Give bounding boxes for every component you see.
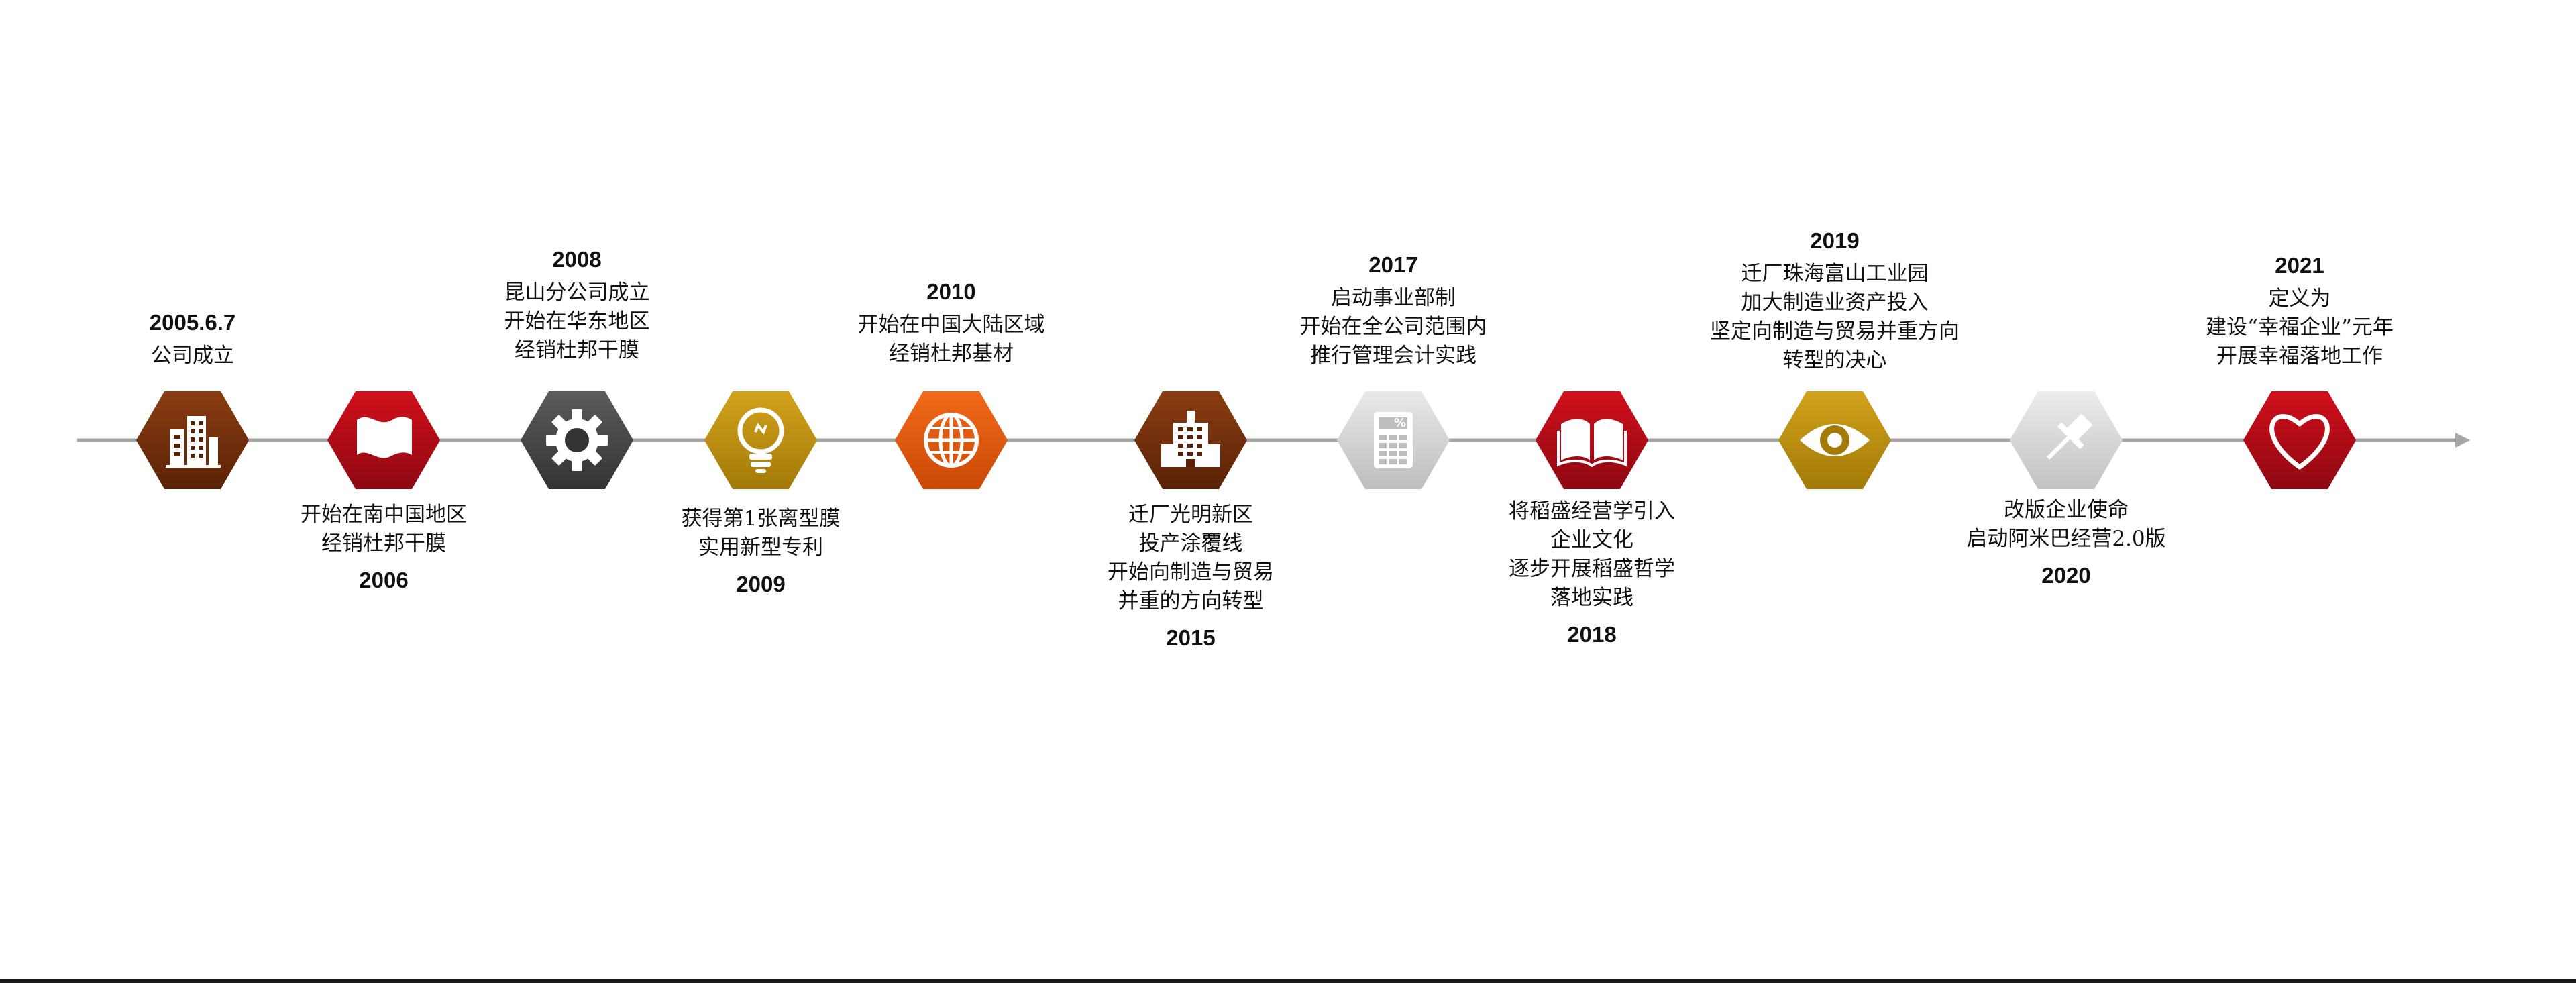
milestone-description-line: 开始向制造与贸易 xyxy=(1108,560,1274,584)
building-icon xyxy=(166,416,221,468)
flag-icon xyxy=(357,417,412,458)
milestone-description-line: 定义为 xyxy=(2269,287,2331,311)
milestone-year: 2018 xyxy=(1567,622,1616,647)
milestone-description-line: 加大制造业资产投入 xyxy=(1741,291,1929,315)
milestone-description-line: 推行管理会计实践 xyxy=(1310,344,1477,368)
milestone-description-line: 实用新型专利 xyxy=(698,535,823,560)
milestone-description-line: 转型的决心 xyxy=(1783,348,1887,372)
gear-icon xyxy=(546,409,608,471)
milestone-description-line: 开始在中国大陆区域 xyxy=(858,313,1045,337)
milestone-description-line: 经销杜邦基材 xyxy=(889,342,1014,366)
milestone-year: 2008 xyxy=(552,247,601,272)
eye-icon xyxy=(1800,424,1870,456)
milestone-description-line: 启动事业部制 xyxy=(1331,286,1456,310)
milestone-description-line: 迁厂光明新区 xyxy=(1128,503,1253,527)
milestone-year: 2005.6.7 xyxy=(150,310,235,335)
milestone-description-line: 开始在南中国地区 xyxy=(301,503,467,527)
book-icon xyxy=(1557,419,1627,468)
milestone-1: 2005.6.7 公司成立 xyxy=(136,310,249,489)
milestone-year: 2010 xyxy=(926,279,975,304)
milestone-description-line: 投产涂覆线 xyxy=(1139,531,1243,556)
milestone-description-line: 建设“幸福企业”元年 xyxy=(2206,315,2394,340)
bottom-border xyxy=(0,979,2576,983)
milestone-description-line: 启动阿米巴经营2.0版 xyxy=(1966,527,2165,551)
milestone-year: 2006 xyxy=(359,568,408,592)
milestone-hexagon xyxy=(1536,391,1648,489)
milestone-year: 2019 xyxy=(1810,228,1859,253)
milestone-description-line: 获得第1张离型膜 xyxy=(682,507,841,531)
milestone-description-line: 落地实践 xyxy=(1550,586,1633,610)
milestones: 2005.6.7公司成立2006开始在南中国地区经销杜邦干膜2008昆山分公司成… xyxy=(136,228,2394,650)
pushpin-icon xyxy=(2047,414,2092,460)
milestone-description-line: 坚定向制造与贸易并重方向 xyxy=(1710,319,1960,344)
milestone-description-line: 并重的方向转型 xyxy=(1118,589,1264,613)
milestone-description-line: 开始在华东地区 xyxy=(504,309,650,333)
milestone-description-line: 开展幸福落地工作 xyxy=(2216,344,2383,368)
lightbulb-icon xyxy=(737,407,784,473)
milestone-description-line: 开始在全公司范围内 xyxy=(1300,315,1487,339)
milestone-year: 2015 xyxy=(1166,625,1215,650)
milestone-description-line: 逐步开展稻盛哲学 xyxy=(1509,557,1675,581)
globe-icon xyxy=(924,413,979,468)
milestone-hexagon xyxy=(704,391,817,489)
calculator-icon: % xyxy=(1374,412,1413,468)
milestone-year: 2017 xyxy=(1368,252,1417,277)
milestone-year: 2009 xyxy=(736,572,785,597)
office-building-icon xyxy=(1161,411,1220,467)
milestone-description-line: 经销杜邦干膜 xyxy=(321,531,446,556)
milestone-description-line: 企业文化 xyxy=(1550,528,1633,552)
svg-text:%: % xyxy=(1394,416,1406,430)
milestone-description-line: 昆山分公司成立 xyxy=(504,280,650,305)
milestone-description-line: 改版企业使命 xyxy=(2004,498,2129,522)
milestone-hexagon xyxy=(2243,391,2356,489)
milestone-year: 2020 xyxy=(2041,563,2090,588)
milestone-year: 2021 xyxy=(2275,253,2324,278)
milestone-description-line: 经销杜邦干膜 xyxy=(515,338,639,362)
heart-icon xyxy=(2269,414,2330,470)
milestone-description-line: 迁厂珠海富山工业园 xyxy=(1741,262,1929,286)
timeline-arrowhead xyxy=(2455,433,2470,448)
milestone-description-line: 将稻盛经营学引入 xyxy=(1509,499,1675,523)
milestone-description-line: 公司成立 xyxy=(151,344,234,368)
